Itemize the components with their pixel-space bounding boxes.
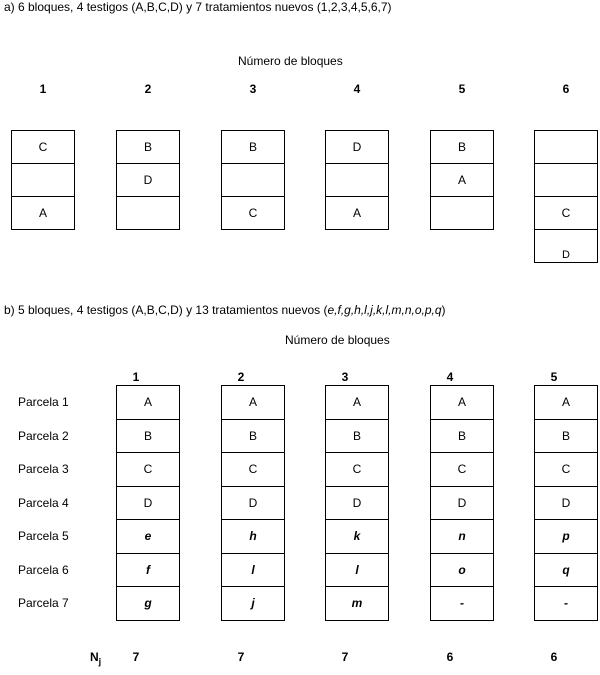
section-b-plot-cell: l <box>221 552 285 587</box>
section-b-plot-cell: A <box>221 385 285 420</box>
section-a-plot-cell: C <box>534 196 598 230</box>
section-b-plot-cell: - <box>430 586 494 621</box>
section-a-block-number: 3 <box>249 82 257 96</box>
section-b-title-italic: e,f,g,h,l,j,k,l,m,n,o,p,q <box>327 303 442 317</box>
section-b-plot-cell: A <box>534 385 598 420</box>
section-a-title: a) 6 bloques, 4 testigos (A,B,C,D) y 7 t… <box>4 0 392 14</box>
section-b-plot-cell: D <box>430 485 494 520</box>
parcel-label: Parcela 4 <box>18 495 69 510</box>
nj-label: Nj <box>90 650 101 666</box>
section-b-plot-cell: C <box>534 452 598 487</box>
section-b-plot-cell: C <box>430 452 494 487</box>
section-a-plot-cell: B <box>221 130 285 164</box>
section-b-plot-cell: l <box>325 552 389 587</box>
section-b-title-prefix: b) 5 bloques, 4 testigos (A,B,C,D) y 13 … <box>4 303 328 317</box>
section-b-plot-cell: k <box>325 519 389 554</box>
section-a-plot-cell: D <box>116 163 180 197</box>
section-b-plot-cell: A <box>430 385 494 420</box>
section-a-block-number: 6 <box>562 82 570 96</box>
section-b-title: b) 5 bloques, 4 testigos (A,B,C,D) y 13 … <box>4 303 446 317</box>
section-a-plot-cell <box>430 196 494 230</box>
section-a-plot-cell: C <box>221 196 285 230</box>
section-b-plot-cell: D <box>116 485 180 520</box>
section-a-block-number: 5 <box>458 82 466 96</box>
parcel-label: Parcela 3 <box>18 462 69 476</box>
section-a-plot-cell <box>325 163 389 197</box>
section-a-plot-cell: A <box>11 196 75 230</box>
section-b-plot-cell: h <box>221 519 285 554</box>
section-b-plot-cell: j <box>221 586 285 621</box>
section-b-plot-cell: g <box>116 586 180 621</box>
section-a-plot-cell <box>11 163 75 197</box>
nj-value: 7 <box>237 650 245 664</box>
section-b-plot-cell: A <box>325 385 389 420</box>
section-b-plot-cell: n <box>430 519 494 554</box>
section-b-plot-cell: C <box>325 452 389 487</box>
section-b-title-suffix: ) <box>441 303 446 317</box>
section-b-block-number: 3 <box>341 370 349 384</box>
section-b-plot-cell: - <box>534 586 598 621</box>
parcel-label: Parcela 2 <box>18 428 69 443</box>
section-b-plot-cell: o <box>430 552 494 587</box>
section-a-plot-cell: C <box>11 130 75 164</box>
parcel-label: Parcela 1 <box>18 395 69 409</box>
section-a-plot-cell: B <box>430 130 494 164</box>
section-b-plot-cell: C <box>221 452 285 487</box>
section-b-header: Número de bloques <box>285 333 390 347</box>
section-b-plot-cell: C <box>116 452 180 487</box>
parcel-label: Parcela 7 <box>18 596 69 610</box>
section-a-header: Número de bloques <box>238 54 343 68</box>
section-a-block-number: 1 <box>39 82 47 96</box>
nj-label-main: N <box>90 650 99 664</box>
section-b-plot-cell: q <box>534 552 598 587</box>
section-b-block-number: 2 <box>237 370 245 384</box>
parcel-label: Parcela 6 <box>18 562 69 577</box>
section-a-plot-cell <box>534 163 598 197</box>
nj-label-sub: j <box>98 656 102 667</box>
section-b-block-number: 5 <box>550 370 558 384</box>
section-a-block-number: 4 <box>353 82 361 96</box>
section-a-plot-cell: A <box>325 196 389 230</box>
parcel-label: Parcela 5 <box>18 529 69 543</box>
section-a-plot-cell <box>116 196 180 230</box>
section-b-plot-cell: A <box>116 385 180 420</box>
section-a-plot-cell <box>221 163 285 197</box>
section-a-plot-cell: A <box>430 163 494 197</box>
nj-value: 6 <box>550 650 558 664</box>
nj-value: 6 <box>446 650 454 664</box>
nj-value: 7 <box>132 650 140 664</box>
section-a-plot-cell: D <box>534 229 598 263</box>
section-b-plot-cell: p <box>534 519 598 554</box>
section-b-plot-cell: f <box>116 552 180 587</box>
section-a-plot-cell: B <box>116 130 180 164</box>
section-b-plot-cell: D <box>221 485 285 520</box>
section-b-plot-cell: e <box>116 519 180 554</box>
section-a-block-number: 2 <box>144 82 152 96</box>
nj-value: 7 <box>341 650 349 664</box>
section-b-plot-cell: B <box>534 418 598 453</box>
section-b-plot-cell: D <box>534 485 598 520</box>
section-a-plot-cell <box>534 130 598 164</box>
section-b-block-number: 1 <box>132 370 140 384</box>
section-b-plot-cell: B <box>430 418 494 453</box>
section-b-block-number: 4 <box>446 370 454 384</box>
section-b-plot-cell: B <box>221 418 285 453</box>
section-a-plot-cell: D <box>325 130 389 164</box>
section-b-plot-cell: B <box>116 418 180 453</box>
section-b-plot-cell: D <box>325 485 389 520</box>
section-b-plot-cell: B <box>325 418 389 453</box>
section-b-plot-cell: m <box>325 586 389 621</box>
